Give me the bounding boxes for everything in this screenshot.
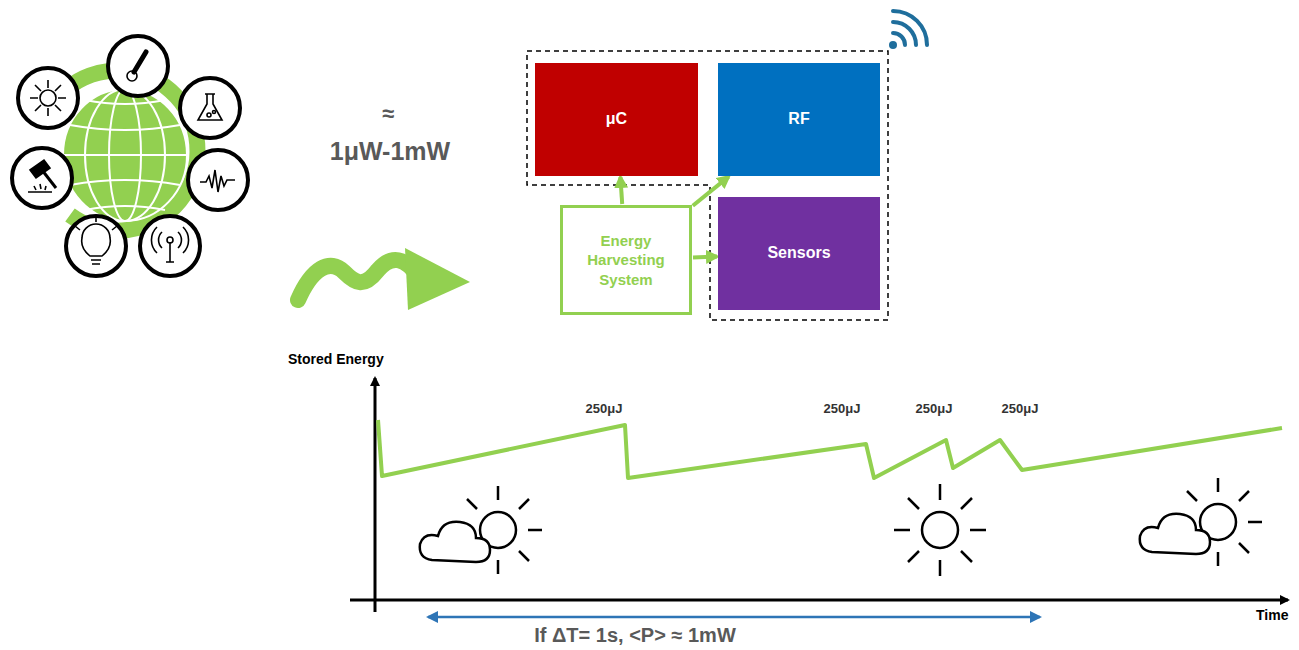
x-axis (350, 599, 1288, 602)
microcontroller-box: μC (535, 63, 698, 176)
interval-note: If ΔT= 1s, <P> ≈ 1mW (534, 624, 736, 646)
interval-arrow (428, 616, 1040, 619)
source-icons (12, 36, 248, 276)
energy-value: 250μJ (586, 402, 623, 416)
power-arrow (298, 260, 418, 300)
power-range: 1μW-1mW (330, 138, 450, 166)
harvester-box: Energy Harvesting System (560, 205, 692, 315)
energy-value: 250μJ (1002, 402, 1039, 416)
axis-title: Time (1256, 608, 1288, 623)
wireless-icon (889, 11, 927, 49)
system-boundary (527, 51, 888, 320)
axis-title: Stored Energy (288, 352, 384, 367)
sensors-box: Sensors (718, 197, 880, 310)
box-text: Energy Harvesting System (569, 231, 683, 290)
y-axis (374, 378, 377, 612)
stored-energy-curve (378, 420, 1282, 478)
power-arrow-head (405, 248, 470, 310)
energy-value: 250μJ (824, 402, 861, 416)
icon-glyphs (28, 52, 235, 264)
approx-sign: ≈ (382, 102, 394, 126)
power-connector (620, 177, 622, 204)
weather-icons (420, 478, 1262, 576)
rf-box: RF (718, 63, 880, 176)
energy-value: 250μJ (916, 402, 953, 416)
box-text: RF (788, 109, 809, 130)
power-connector (693, 255, 717, 260)
box-text: μC (606, 109, 627, 130)
box-text: Sensors (767, 243, 830, 264)
